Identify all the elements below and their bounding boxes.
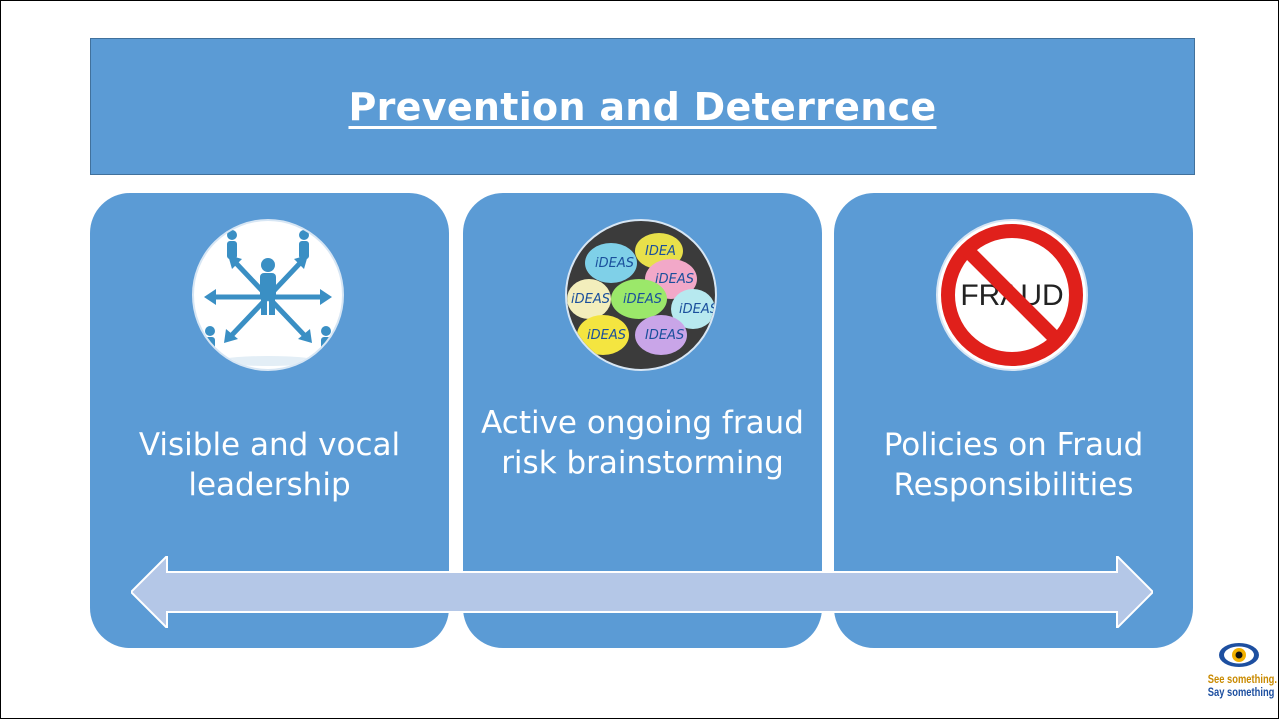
slide-title: Prevention and Deterrence: [348, 84, 937, 129]
leadership-network-icon: [192, 219, 344, 371]
card-label: Active ongoing fraud risk brainstorming: [481, 405, 804, 481]
double-arrow-icon: [131, 556, 1153, 628]
idea-word: iDEAS: [655, 272, 694, 287]
ideas-paper-balls-icon: IDEA iDEAS iDEAS iDEAS iDEAS iDEAS iDEAS…: [565, 219, 717, 371]
idea-word: IDEAS: [645, 328, 684, 343]
eye-icon: [1219, 643, 1259, 667]
idea-word: iDEAS: [679, 302, 715, 317]
logo-line-1: See something.: [1207, 672, 1277, 686]
card-label: Policies on Fraud Responsibilities: [883, 427, 1144, 503]
idea-word: iDEAS: [587, 328, 626, 343]
idea-word: iDEAS: [623, 292, 662, 307]
card-label: Visible and vocal leadership: [138, 427, 401, 503]
title-banner: Prevention and Deterrence: [90, 38, 1195, 175]
logo-line-2: Say something: [1207, 685, 1275, 699]
see-something-logo: See something. Say something: [1199, 641, 1278, 718]
no-fraud-sign-icon: FRAUD: [936, 219, 1088, 371]
idea-word: iDEAS: [595, 256, 634, 271]
idea-word: iDEAS: [571, 292, 610, 307]
idea-word: IDEA: [645, 244, 676, 259]
